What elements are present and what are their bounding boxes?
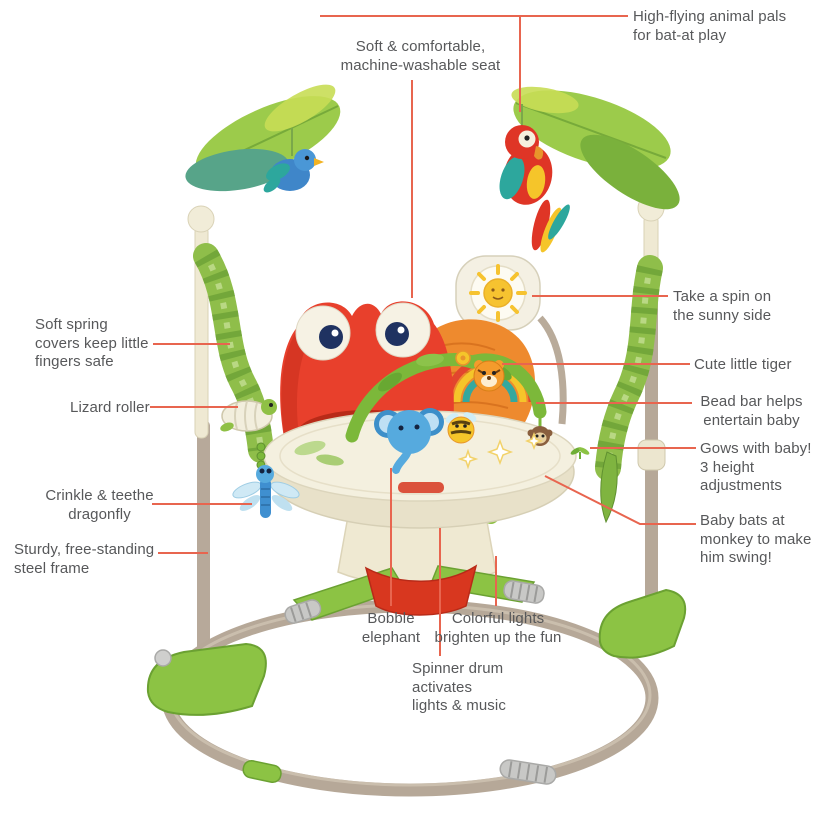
right-spring-cover [595,255,663,524]
height-adjust-collar [637,439,666,471]
right-foot [598,588,687,659]
callout-lines [150,15,696,656]
tiger-toy [473,360,505,392]
canopy-leaves-left [185,84,341,192]
foot-hinge [154,649,172,667]
sun-rays [469,264,527,322]
spinner-drum [455,255,567,425]
leg-clamp-left [284,599,322,624]
callout-high-flying-label: High-flying animal pals for bat-at play [633,8,787,44]
callout-lizard-label: Lizard roller [70,399,150,416]
ring-clamp-bottom-left [242,759,282,784]
callout-steel-frame-label: Sturdy, free-standing steel frame [14,541,155,577]
callout-bead-bar-label: Bead bar helps entertain baby [700,393,803,429]
seat-tray [263,410,577,529]
elephant-toy [374,408,444,474]
callout-lights-label: Colorful lights brighten up the fun [434,610,562,646]
lizard-roller [220,399,277,432]
dragonfly-toy [232,442,300,518]
light-sparkles [457,431,544,470]
bird-toy [263,128,324,193]
leg-clamp-right [503,580,545,604]
callout-soft-spring-label: Soft spring covers keep little fingers s… [35,316,149,371]
spring-leaf-tail [600,451,618,524]
callout-cute-tiger-label: Cute little tiger [694,356,792,373]
canopy-leaves-right [511,86,680,210]
parrot-beak [534,146,544,160]
callout-baby-bats-label: Baby bats at monkey to make him swing! [700,512,812,567]
height-adjust-marker [570,447,590,459]
callout-high-flying-line [320,15,628,112]
left-pole-lower [197,420,210,678]
parrot-toy [499,104,570,253]
callout-dragonfly-label: Crinkle & teethe dragonfly [45,487,154,523]
callout-take-spin-label: Take a spin on the sunny side [673,288,772,324]
sun-face [483,278,513,308]
callout-spinner-label: Spinner drum activates lights & music [412,660,506,715]
left-foot [146,642,267,716]
frog-base [364,564,478,616]
left-pole-knob [187,205,215,233]
callout-bobble-label: Bobble elephant [361,610,421,646]
logo-badge [398,482,444,493]
bee-toy [445,412,477,444]
callout-grows-label: Gows with baby! 3 height adjustments [700,440,812,495]
elephant-trunk [392,444,413,474]
callout-soft-seat-label: Soft & comfortable, machine-washable sea… [340,38,501,74]
ring-connector-bottom [499,759,557,785]
bird-beak [314,158,324,166]
callout-baby-bats-line [544,475,696,525]
